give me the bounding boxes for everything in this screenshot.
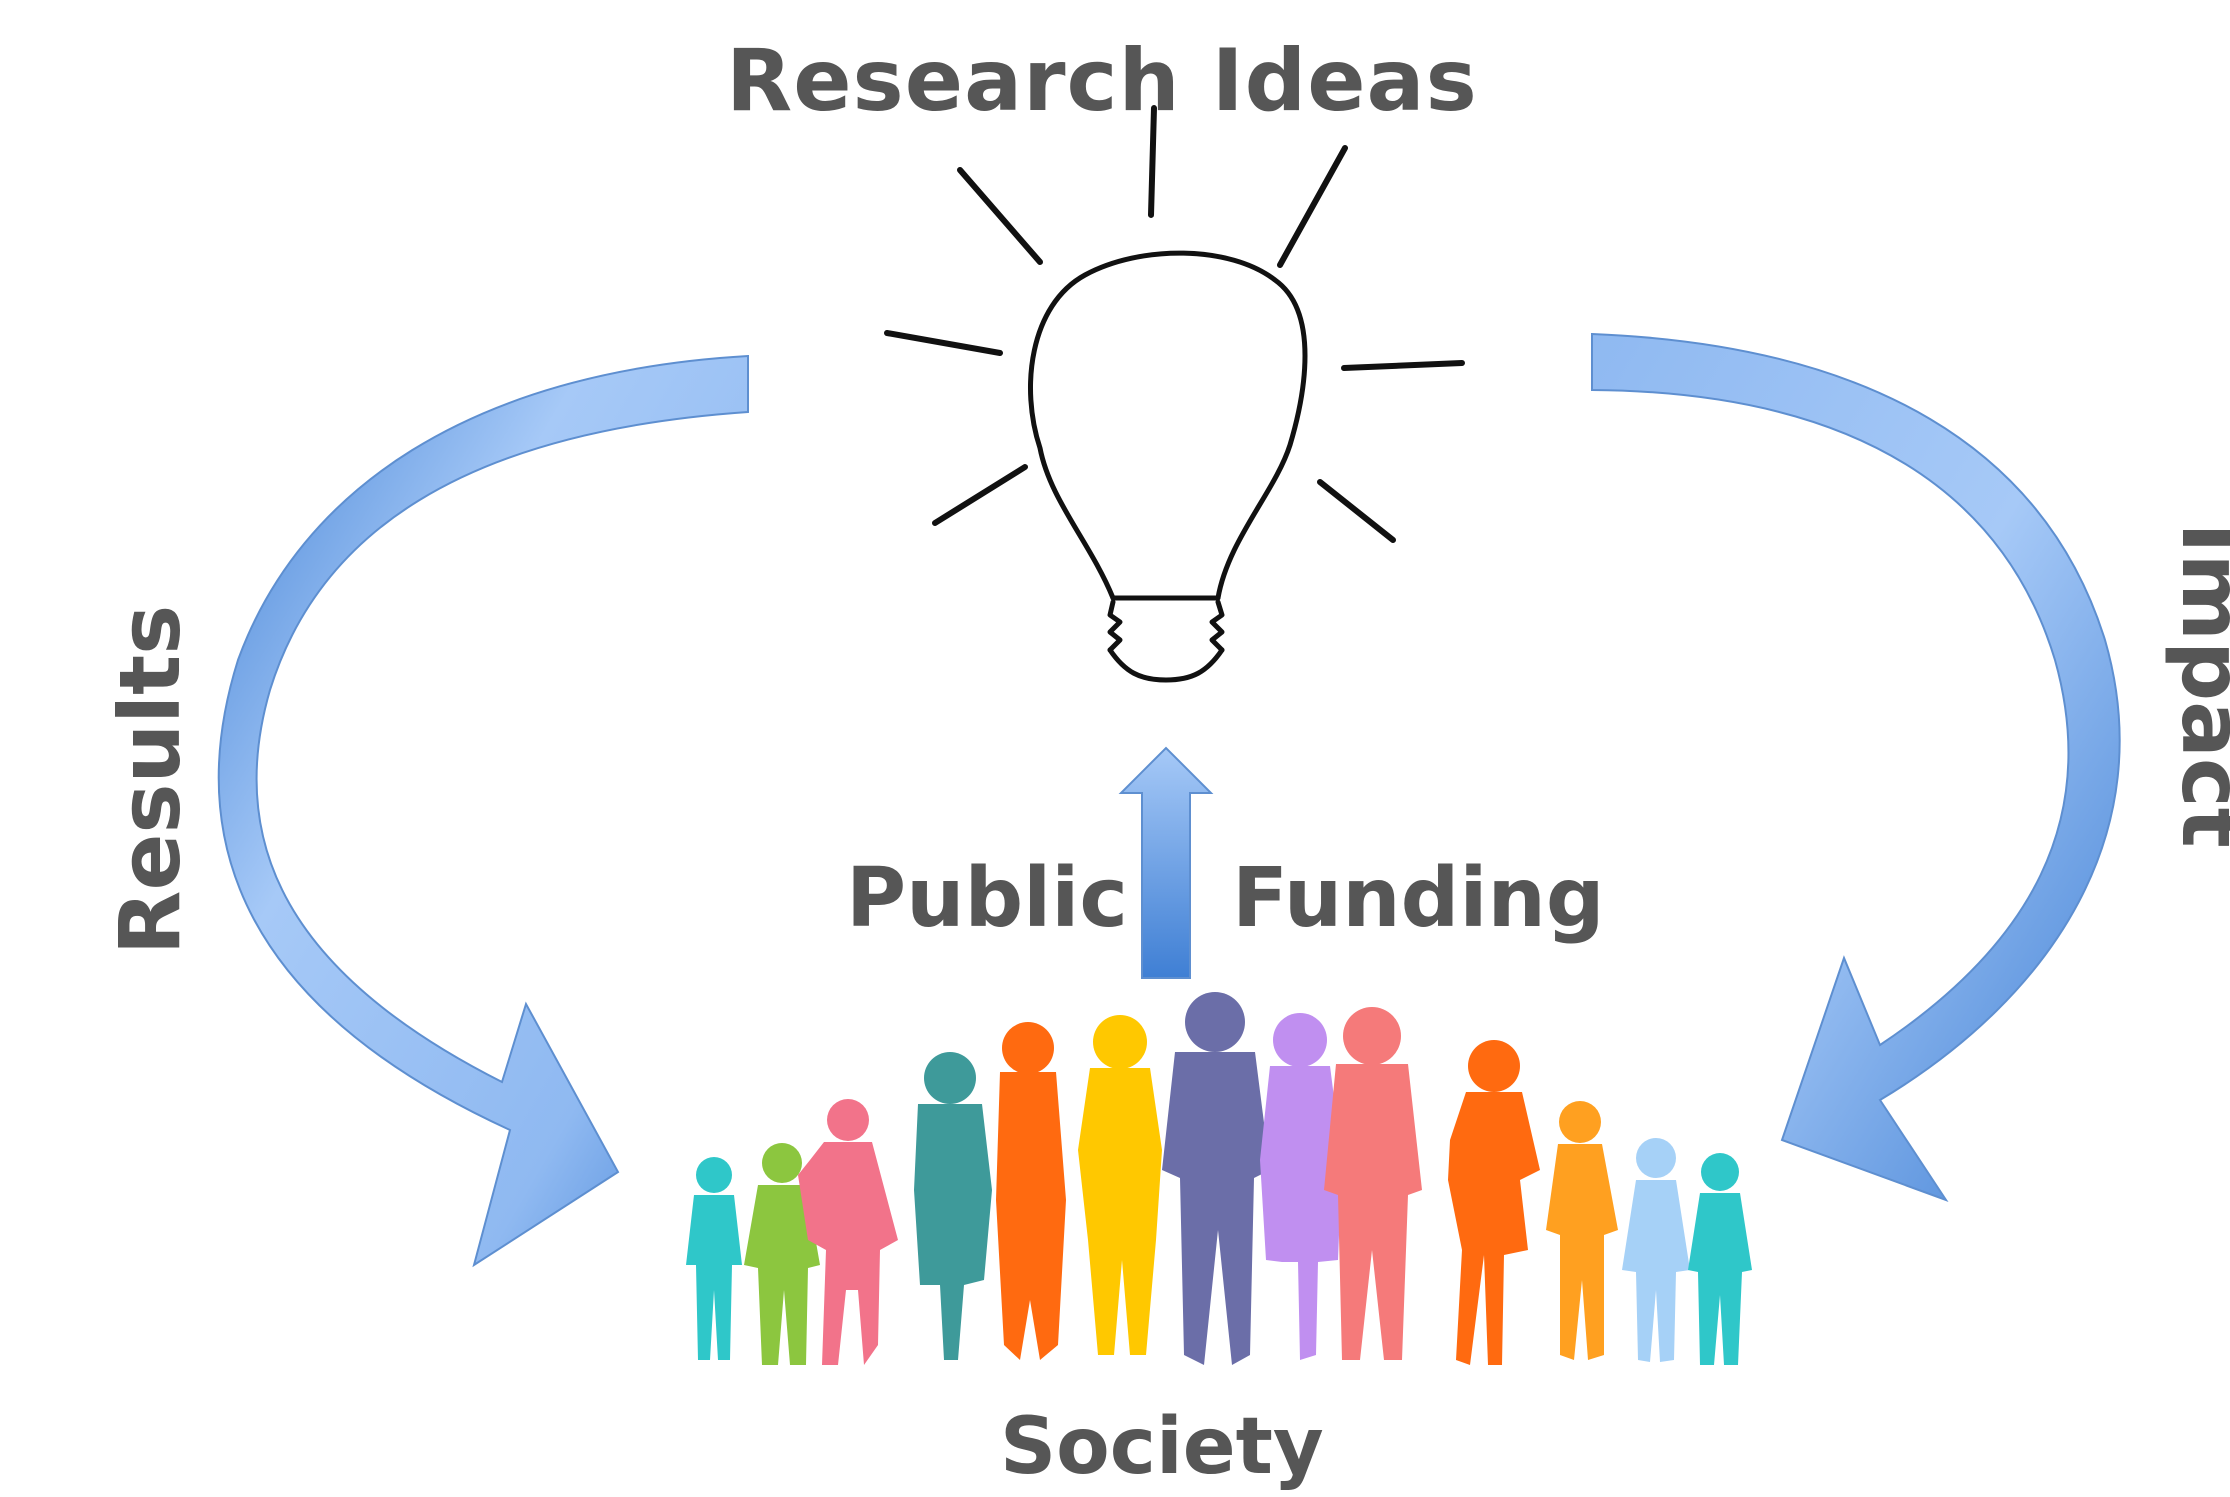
results-arrow — [217, 354, 749, 1268]
label-funding: Funding — [1232, 851, 1605, 946]
bulb-ray — [1148, 105, 1157, 218]
label-results: Results — [101, 604, 199, 956]
person-silhouette — [914, 1052, 992, 1360]
bulb-rays — [884, 105, 1465, 543]
bulb-ray — [1317, 479, 1396, 543]
person-silhouette — [744, 1143, 820, 1365]
label-impact: Impact — [2163, 522, 2230, 848]
person-silhouette — [686, 1157, 742, 1360]
bulb-ray — [1341, 360, 1465, 371]
person-silhouette — [798, 1099, 898, 1365]
funding-arrow — [1118, 746, 1214, 979]
person-silhouette — [996, 1022, 1066, 1360]
person-silhouette — [1078, 1015, 1162, 1355]
person-silhouette — [1622, 1138, 1690, 1362]
person-silhouette — [1688, 1153, 1752, 1365]
bulb-ray — [957, 167, 1043, 265]
person-silhouette — [1546, 1101, 1618, 1360]
lightbulb-icon — [1028, 250, 1308, 683]
person-silhouette — [1324, 1007, 1422, 1360]
label-society: Society — [1000, 1402, 1324, 1492]
diagram-title: Research Ideas — [726, 31, 1478, 131]
bulb-ray — [932, 464, 1028, 526]
bulb-ray — [1277, 145, 1348, 268]
impact-arrow — [1591, 332, 2121, 1202]
society-crowd — [686, 992, 1752, 1365]
person-silhouette — [1260, 1013, 1342, 1360]
bulb-ray — [884, 330, 1003, 356]
person-silhouette — [1448, 1040, 1540, 1365]
person-silhouette — [1162, 992, 1270, 1365]
label-public: Public — [846, 851, 1128, 946]
